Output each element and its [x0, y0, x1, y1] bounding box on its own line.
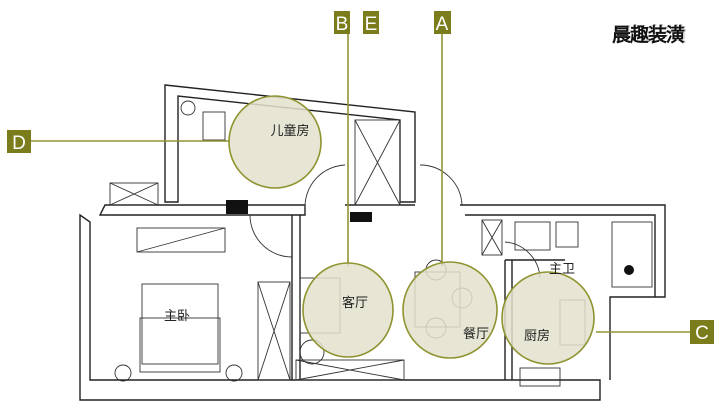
brand-logo: 晨趣装潢 — [612, 24, 685, 46]
marker-e[interactable]: E — [363, 11, 379, 35]
room-label-living-room: 客厅 — [342, 295, 368, 311]
marker-c-label: C — [695, 323, 709, 344]
marker-c[interactable]: C — [690, 320, 714, 344]
zone-dining-room — [402, 261, 498, 359]
zone-kids-room — [228, 95, 322, 189]
room-label-kids-room: 儿童房 — [270, 123, 309, 139]
zone-kitchen — [501, 271, 595, 365]
zone-living-room — [302, 262, 394, 358]
room-label-kitchen: 厨房 — [524, 328, 550, 344]
marker-d-label: D — [12, 133, 26, 154]
marker-a-label: A — [436, 14, 449, 35]
room-label-master-bedroom: 主卧 — [164, 309, 190, 324]
marker-b-label: B — [336, 14, 349, 35]
marker-b[interactable]: B — [334, 11, 350, 35]
room-label-dining-room: 餐厅 — [463, 326, 489, 342]
marker-a[interactable]: A — [434, 11, 451, 35]
marker-e-label: E — [365, 14, 378, 35]
marker-d[interactable]: D — [7, 130, 31, 154]
room-label-master-bath: 主卫 — [549, 262, 575, 277]
